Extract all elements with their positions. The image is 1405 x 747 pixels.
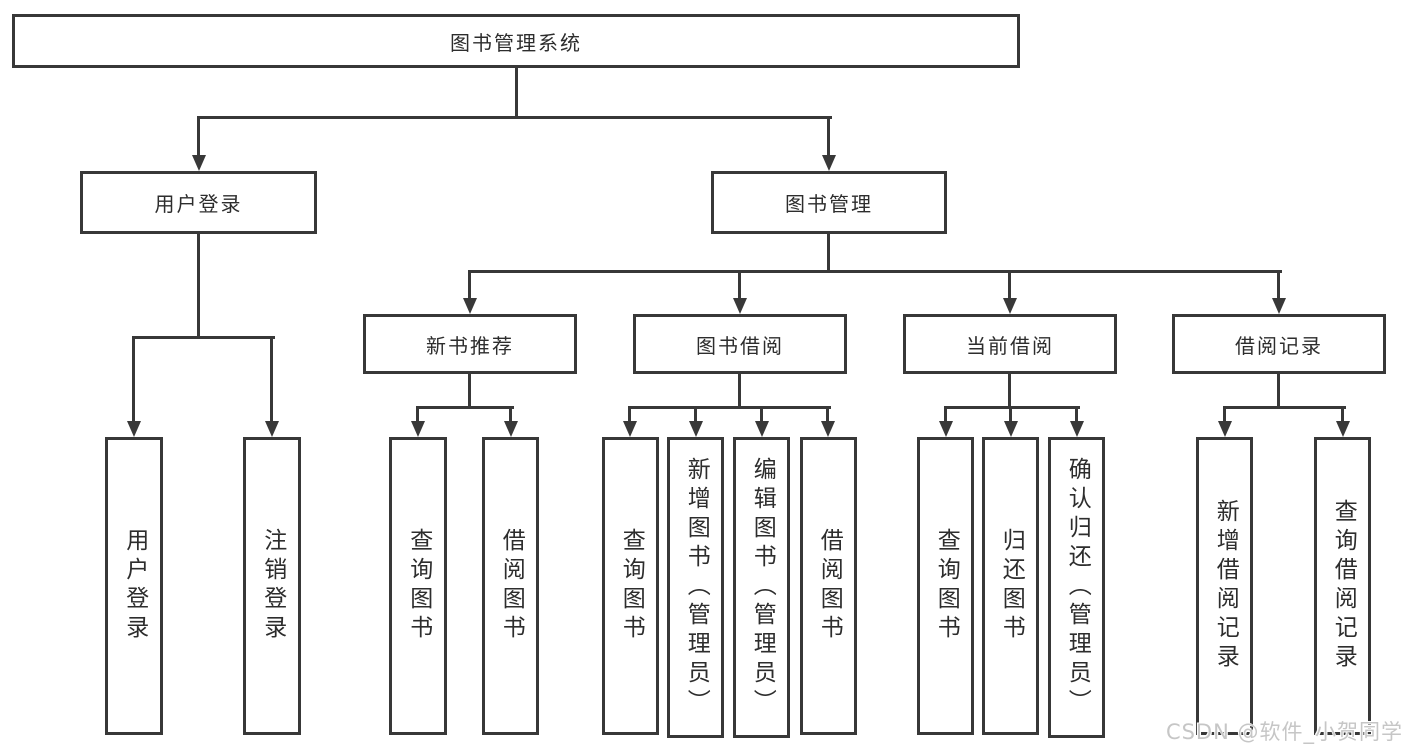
leaf-add-borrow-record: 新增借阅记录 — [1196, 437, 1253, 735]
arrowhead-down-icon — [1272, 298, 1286, 314]
connector-line — [944, 406, 1080, 409]
leaf-add-borrow-record-label: 新增借阅记录 — [1212, 499, 1239, 673]
node-book-borrow: 图书借阅 — [633, 314, 847, 374]
leaf-confirm-return-admin-label: 确认归还（管理员） — [1064, 457, 1091, 718]
arrowhead-down-icon — [821, 421, 835, 437]
leaf-confirm-return-admin: 确认归还（管理员） — [1048, 437, 1105, 738]
arrowhead-down-icon — [1336, 421, 1350, 437]
node-borrow-records-label: 借阅记录 — [1235, 333, 1323, 358]
leaf-add-books-admin-label: 新增图书（管理员） — [683, 457, 710, 718]
arrowhead-down-icon — [1004, 421, 1018, 437]
connector-line — [628, 406, 631, 423]
connector-line — [1075, 406, 1078, 423]
connector-line — [132, 336, 135, 423]
leaf-borrow-borrow-books-label: 借阅图书 — [816, 528, 843, 644]
connector-line — [760, 406, 763, 423]
node-current-borrow: 当前借阅 — [903, 314, 1117, 374]
connector-line — [509, 406, 512, 423]
connector-line — [197, 233, 200, 339]
connector-line — [738, 374, 741, 409]
leaf-return-books-label: 归还图书 — [998, 528, 1025, 644]
connector-line — [944, 406, 947, 423]
arrowhead-down-icon — [689, 421, 703, 437]
connector-line — [1277, 270, 1280, 300]
leaf-query-borrow-record-label: 查询借阅记录 — [1330, 499, 1357, 673]
node-new-book-recommend-label: 新书推荐 — [426, 333, 514, 358]
connector-line — [416, 406, 514, 409]
connector-line — [416, 406, 419, 423]
node-new-book-recommend: 新书推荐 — [363, 314, 577, 374]
leaf-newbook-query-books-label: 查询图书 — [405, 528, 432, 644]
connector-line — [1009, 406, 1012, 423]
leaf-query-borrow-record: 查询借阅记录 — [1314, 437, 1371, 735]
connector-line — [270, 336, 273, 423]
arrowhead-down-icon — [1070, 421, 1084, 437]
leaf-borrow-query-books: 查询图书 — [602, 437, 659, 735]
arrowhead-down-icon — [822, 155, 836, 171]
leaf-logout: 注销登录 — [243, 437, 301, 735]
arrowhead-down-icon — [463, 298, 477, 314]
connector-line — [197, 116, 832, 119]
leaf-edit-books-admin-label: 编辑图书（管理员） — [749, 457, 776, 718]
node-current-borrow-label: 当前借阅 — [966, 333, 1054, 358]
node-user-login: 用户登录 — [80, 171, 317, 234]
connector-line — [1223, 406, 1226, 423]
leaf-logout-label: 注销登录 — [259, 528, 286, 644]
node-book-management-label: 图书管理 — [785, 192, 873, 216]
connector-line — [132, 336, 275, 339]
leaf-user-login-label: 用户登录 — [121, 528, 148, 644]
leaf-user-login: 用户登录 — [105, 437, 163, 735]
connector-line — [468, 270, 1282, 273]
arrowhead-down-icon — [504, 421, 518, 437]
connector-line — [1008, 374, 1011, 409]
leaf-newbook-borrow-books-label: 借阅图书 — [498, 528, 525, 644]
arrowhead-down-icon — [733, 298, 747, 314]
leaf-newbook-borrow-books: 借阅图书 — [482, 437, 539, 735]
connector-line — [1277, 374, 1280, 409]
connector-line — [1008, 270, 1011, 300]
arrowhead-down-icon — [127, 421, 141, 437]
arrowhead-down-icon — [1218, 421, 1232, 437]
connector-line — [1341, 406, 1344, 423]
arrowhead-down-icon — [192, 155, 206, 171]
arrowhead-down-icon — [939, 421, 953, 437]
node-library-system-label: 图书管理系统 — [450, 30, 582, 55]
arrowhead-down-icon — [623, 421, 637, 437]
arrowhead-down-icon — [411, 421, 425, 437]
leaf-edit-books-admin: 编辑图书（管理员） — [733, 437, 790, 738]
connector-line — [827, 116, 830, 157]
node-book-management: 图书管理 — [711, 171, 947, 234]
connector-line — [628, 406, 831, 409]
leaf-borrow-query-books-label: 查询图书 — [618, 528, 645, 644]
arrowhead-down-icon — [755, 421, 769, 437]
connector-line — [826, 406, 829, 423]
csdn-watermark: CSDN @软件_小贺同学 — [1165, 720, 1403, 744]
leaf-return-books: 归还图书 — [982, 437, 1039, 735]
connector-line — [197, 116, 200, 157]
leaf-add-books-admin: 新增图书（管理员） — [667, 437, 724, 738]
connector-line — [738, 270, 741, 300]
node-borrow-records: 借阅记录 — [1172, 314, 1386, 374]
connector-line — [694, 406, 697, 423]
connector-line — [515, 67, 518, 118]
leaf-current-query-books: 查询图书 — [917, 437, 974, 735]
node-user-login-label: 用户登录 — [154, 192, 243, 216]
connector-line — [827, 233, 830, 273]
leaf-current-query-books-label: 查询图书 — [933, 528, 960, 644]
node-library-system: 图书管理系统 — [12, 14, 1020, 68]
arrowhead-down-icon — [1003, 298, 1017, 314]
node-book-borrow-label: 图书借阅 — [696, 333, 784, 358]
connector-line — [468, 374, 471, 409]
connector-line — [1223, 406, 1346, 409]
connector-line — [468, 270, 471, 300]
leaf-borrow-borrow-books: 借阅图书 — [800, 437, 857, 735]
arrowhead-down-icon — [265, 421, 279, 437]
leaf-newbook-query-books: 查询图书 — [389, 437, 447, 735]
